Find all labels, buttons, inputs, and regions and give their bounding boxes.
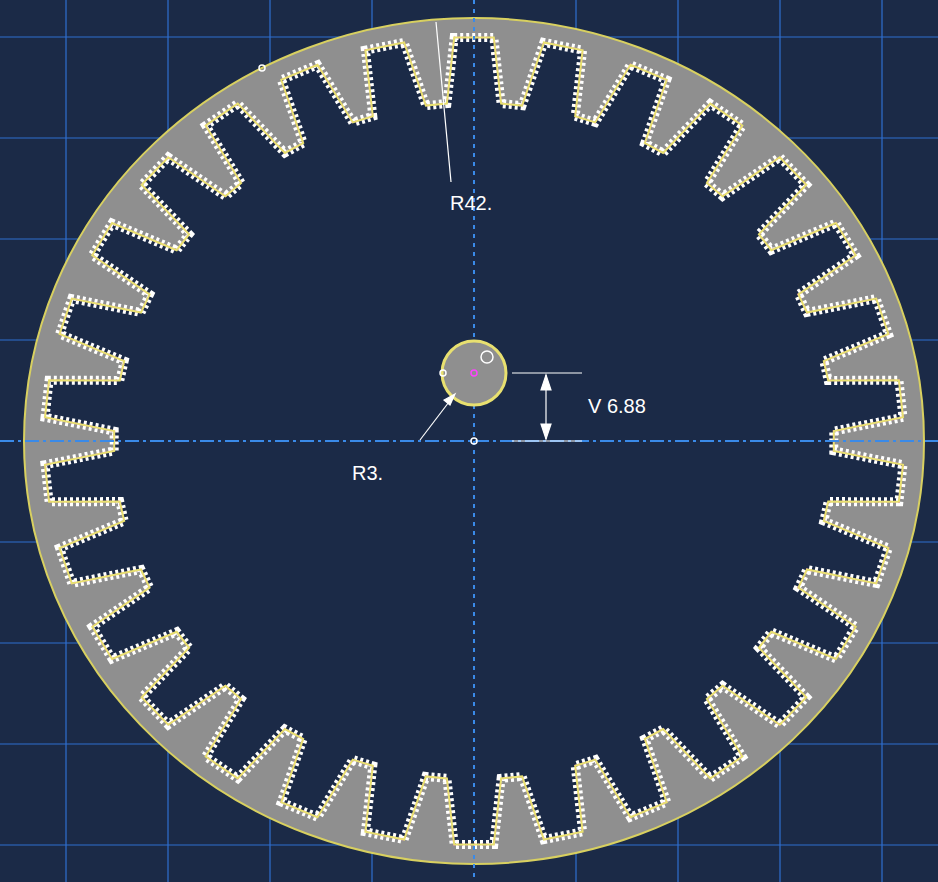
center-line <box>0 440 938 442</box>
dimension <box>420 22 582 441</box>
vertical-dimension: V 6.88 <box>586 395 648 417</box>
center-line <box>473 0 475 882</box>
vertex-marker <box>481 351 493 363</box>
hole-circle <box>442 341 506 405</box>
hole-center <box>471 370 477 376</box>
vertex-marker <box>440 370 446 376</box>
vertex-marker <box>259 65 265 71</box>
radius-dimension: R42. <box>448 192 494 214</box>
origin-marker <box>471 438 477 444</box>
radius-dimension: R3. <box>350 462 385 484</box>
